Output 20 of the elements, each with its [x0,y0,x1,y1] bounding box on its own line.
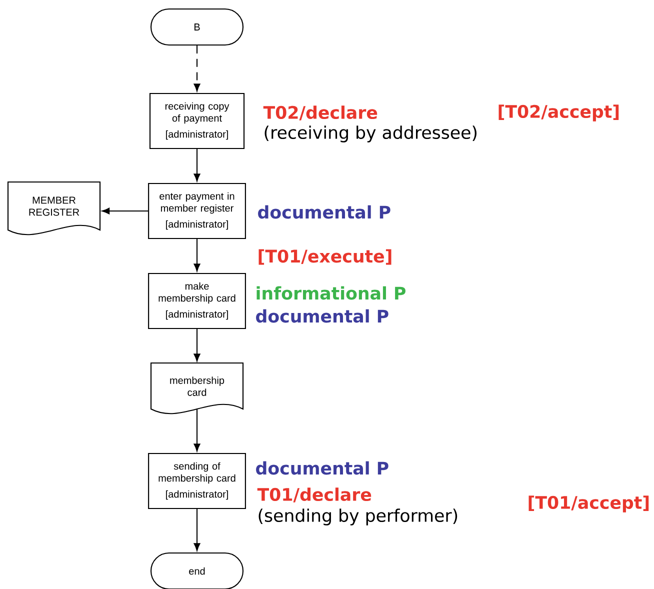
annotation-text: T02/declare [263,106,378,120]
process-box: sending of membership card [administrator] [148,452,246,510]
arrow [194,509,200,551]
annotation-text: informational P [256,286,406,300]
process-box: receiving copy of payment [administrator] [149,92,245,150]
process-box: enter payment in member register [administrator] [148,182,246,240]
annotation-text: documental P [256,461,388,475]
arrow [102,208,148,214]
annotation-text: [T01/accept] [528,496,649,512]
arrow [194,329,200,362]
process-box: make membership card [administrator] [148,272,246,330]
annotation-text: (receiving by addressee) [264,126,476,142]
arrow [194,239,200,272]
annotation-text: documental P [256,309,388,323]
annotation-text: (sending by performer) [258,508,458,526]
arrow [194,410,200,452]
arrow [194,149,200,182]
annotation-text: [T02/accept] [498,104,619,122]
annotation-text: [T01/execute] [258,249,392,265]
arrow [194,46,200,92]
